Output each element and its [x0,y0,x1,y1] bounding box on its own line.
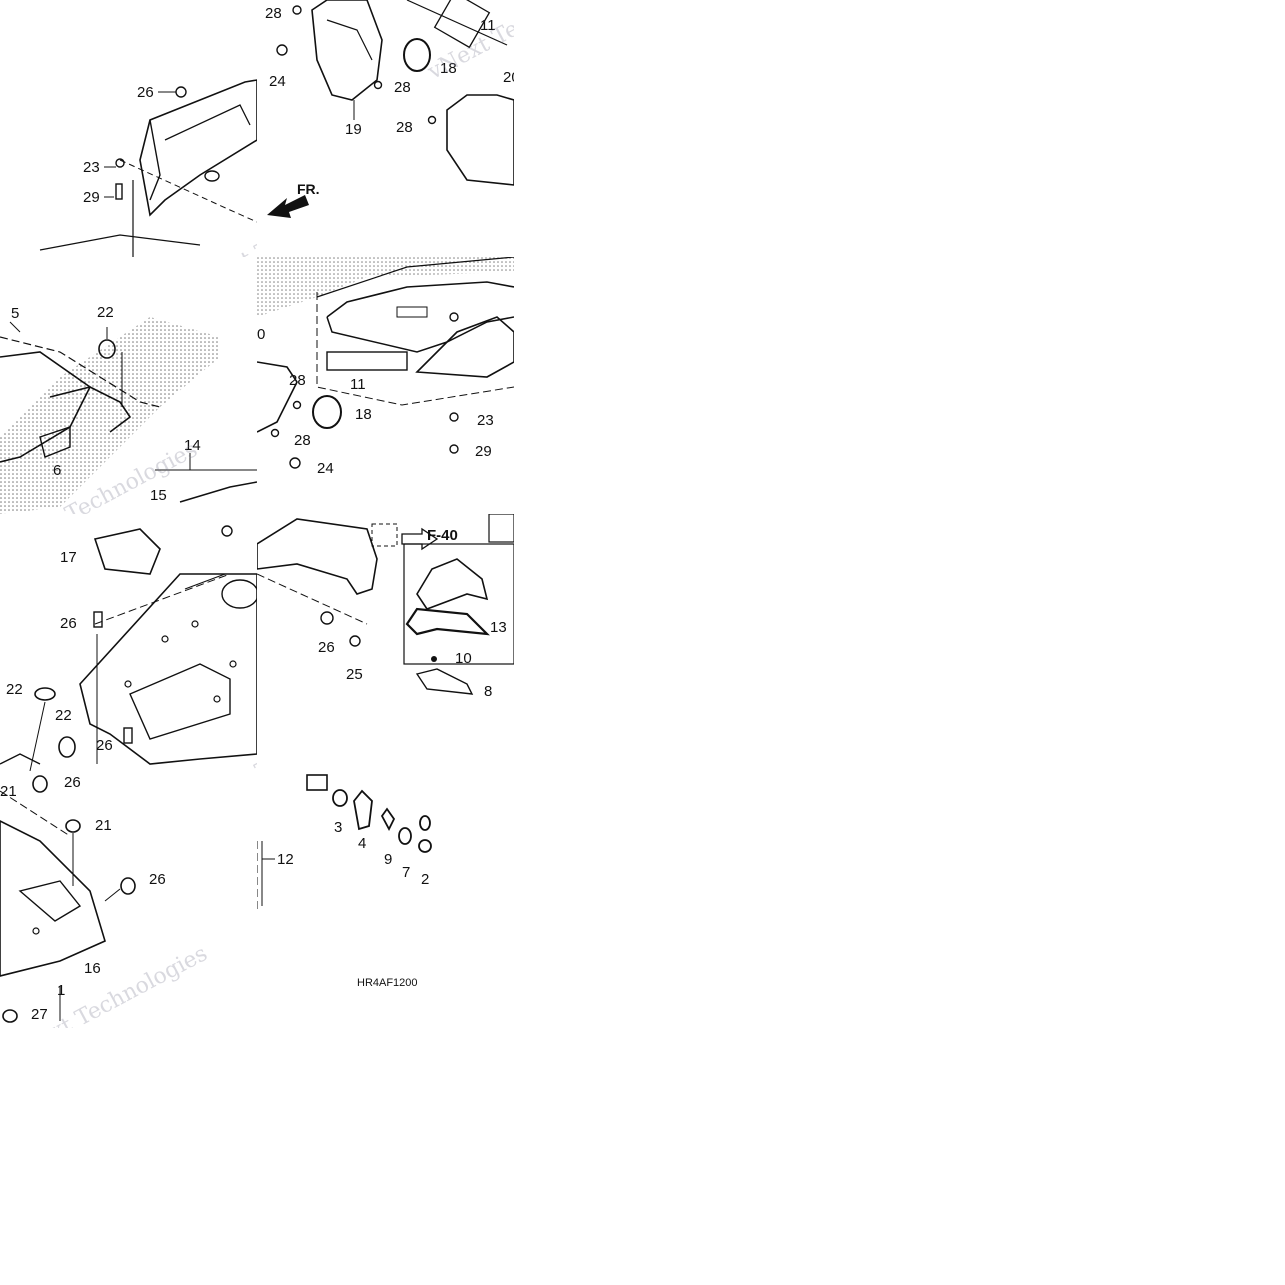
callout-4: 4 [358,835,367,852]
callout-19: 19 [345,121,362,138]
diagram-tile-middle-left: 5 22 6 14 15 vNext Technologies [0,257,257,514]
side-cover-drawing [257,514,514,695]
rear-carrier-drawing [0,317,257,514]
callout-0: 0 [257,326,266,343]
callout-26: 26 [149,871,166,888]
diagram-tile-center: 0 28 11 18 23 28 29 24 [257,257,514,514]
callout-29: 29 [475,443,492,460]
callout-20: 20 [503,69,514,86]
callout-28: 28 [396,119,413,136]
callout-21: 21 [0,783,17,800]
callout-28: 28 [394,79,411,96]
callout-26: 26 [96,737,113,754]
callout-3: 3 [334,819,343,836]
callout-17: 17 [60,549,77,566]
callout-16: 16 [84,960,101,977]
callout-1: 1 [57,982,66,999]
callout-26: 26 [64,774,81,791]
callout-29: 29 [83,189,100,206]
reference-label: F-40 [427,527,458,544]
callout-25: 25 [346,666,363,683]
front-direction-label: FR. [297,181,320,197]
callout-26: 26 [137,84,154,101]
callout-18: 18 [355,406,372,423]
callout-22: 22 [55,707,72,724]
callout-15: 15 [150,487,167,504]
diagram-code: HR4AF1200 [357,977,418,989]
callout-2: 2 [421,871,430,888]
callout-21: 21 [95,817,112,834]
callout-23: 23 [477,412,494,429]
diagram-tile-lower-center: F-40 26 13 25 10 8 [257,514,514,771]
callout-24: 24 [269,73,286,90]
callout-28: 28 [289,372,306,389]
callout-24: 24 [317,460,334,477]
callout-22: 22 [6,681,23,698]
callout-11: 11 [350,376,366,393]
diagram-tile-bottom-left: 21 26 21 26 16 1 27 vNext Technologies [0,771,257,1028]
callout-12: 12 [277,851,294,868]
callout-8: 8 [484,683,493,700]
callout-10: 10 [455,650,472,667]
callout-23: 23 [83,159,100,176]
diagram-tile-upper-left: 26 23 29 vNext Technologies [0,0,257,257]
callout-27: 27 [31,1006,48,1023]
callout-18: 18 [440,60,457,77]
callout-28: 28 [294,432,311,449]
callout-11: 11 [480,17,496,34]
mudguard-drawing [0,775,136,1023]
rear-cover-drawing [257,257,514,469]
air-duct-drawing [267,0,514,218]
diagram-tile-bottom-center: 12 3 4 9 7 2 [257,771,514,1028]
rear-fender-body-drawing [0,525,257,771]
callout-6: 6 [53,462,62,479]
callout-26: 26 [318,639,335,656]
rear-fender-top-drawing [39,79,257,257]
callout-26: 26 [60,615,77,632]
callout-13: 13 [490,619,507,636]
callout-9: 9 [384,851,393,868]
callout-14: 14 [184,437,201,454]
callout-7: 7 [402,864,411,881]
small-parts-drawing [257,774,432,911]
callout-22: 22 [97,304,114,321]
callout-28: 28 [265,5,282,22]
diagram-tile-lower-left: 17 26 22 22 26 vNext Technologies [0,514,257,771]
diagram-tile-upper-middle: 28 11 24 18 28 19 28 20 FR. vNext Techno… [257,0,514,257]
callout-5: 5 [11,305,20,322]
